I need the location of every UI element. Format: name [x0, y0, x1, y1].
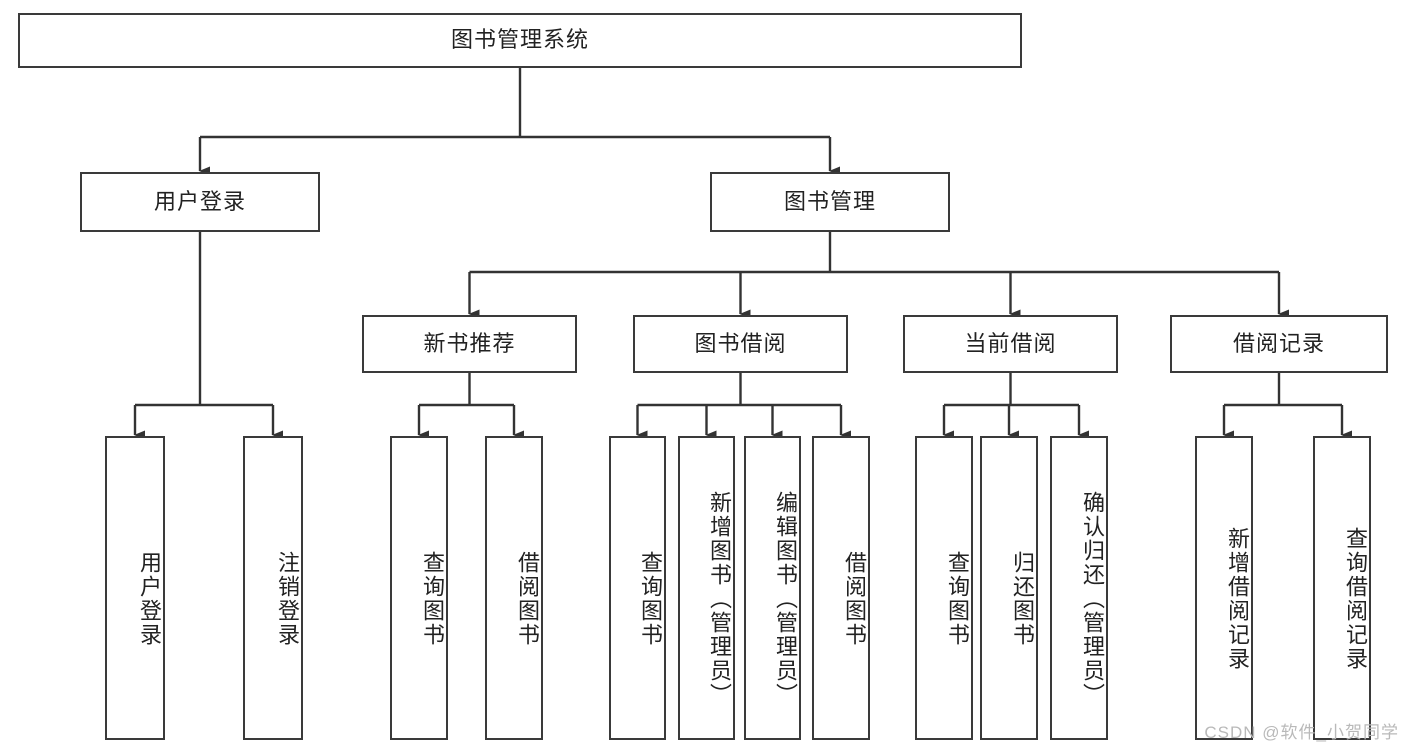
node-root[interactable]: 图书管理系统	[18, 13, 1022, 68]
node-l5[interactable]: 查询图书	[609, 436, 666, 740]
node-label: 用户登录	[137, 551, 162, 647]
node-l7[interactable]: 编辑图书（管理员）	[744, 436, 801, 740]
node-label: 用户登录	[153, 188, 246, 214]
node-label: 图书管理系统	[450, 27, 589, 53]
node-label: 确认归还（管理员）	[1080, 491, 1105, 707]
node-label: 查询借阅记录	[1343, 527, 1368, 671]
node-l4[interactable]: 借阅图书	[485, 436, 543, 740]
node-l1[interactable]: 用户登录	[105, 436, 165, 740]
node-label: 新增图书（管理员）	[707, 491, 732, 707]
watermark-text: CSDN @软件_小贺同学	[1204, 723, 1399, 742]
node-label: 查询图书	[945, 551, 970, 647]
node-label: 借阅图书	[842, 551, 867, 647]
node-records[interactable]: 借阅记录	[1170, 315, 1388, 373]
node-newrec[interactable]: 新书推荐	[362, 315, 577, 373]
node-label: 查询图书	[638, 551, 663, 647]
node-l2[interactable]: 注销登录	[243, 436, 303, 740]
node-bookmgmt[interactable]: 图书管理	[710, 172, 950, 232]
node-l13[interactable]: 查询借阅记录	[1313, 436, 1371, 740]
node-label: 借阅记录	[1232, 330, 1325, 356]
node-label: 新书推荐	[423, 330, 516, 356]
node-label: 编辑图书（管理员）	[773, 491, 798, 707]
node-l9[interactable]: 查询图书	[915, 436, 973, 740]
node-label: 归还图书	[1010, 551, 1035, 647]
node-l12[interactable]: 新增借阅记录	[1195, 436, 1253, 740]
node-label: 图书管理	[783, 188, 876, 214]
node-l6[interactable]: 新增图书（管理员）	[678, 436, 735, 740]
node-label: 借阅图书	[515, 551, 540, 647]
node-label: 当前借阅	[964, 330, 1057, 356]
node-login[interactable]: 用户登录	[80, 172, 320, 232]
node-label: 新增借阅记录	[1225, 527, 1250, 671]
node-l3[interactable]: 查询图书	[390, 436, 448, 740]
node-borrow[interactable]: 图书借阅	[633, 315, 848, 373]
node-current[interactable]: 当前借阅	[903, 315, 1118, 373]
node-label: 图书借阅	[694, 330, 787, 356]
node-l8[interactable]: 借阅图书	[812, 436, 870, 740]
node-l10[interactable]: 归还图书	[980, 436, 1038, 740]
node-label: 查询图书	[420, 551, 445, 647]
node-label: 注销登录	[275, 551, 300, 647]
node-l11[interactable]: 确认归还（管理员）	[1050, 436, 1108, 740]
